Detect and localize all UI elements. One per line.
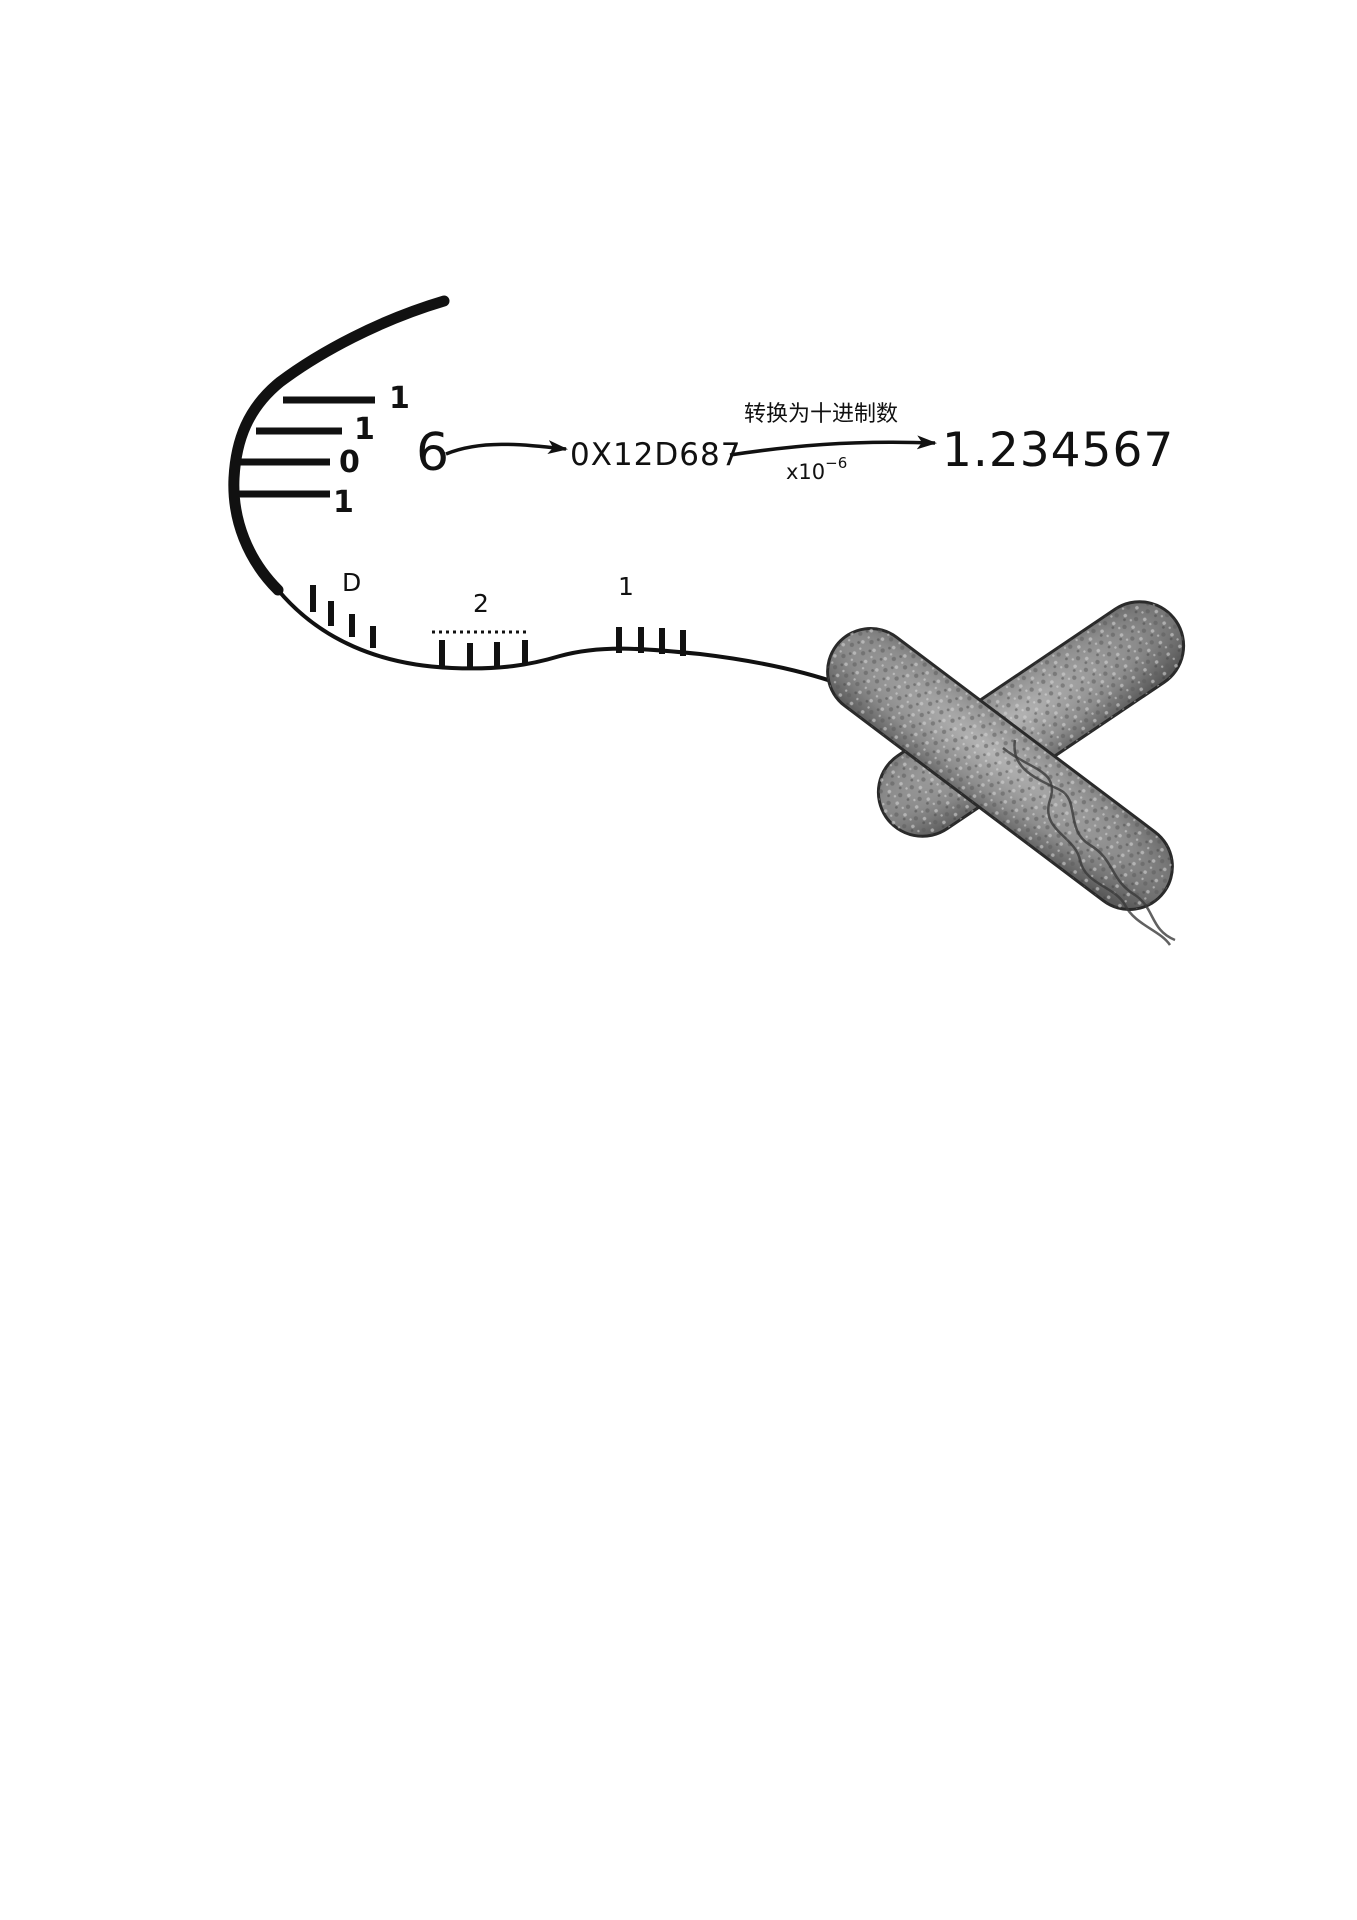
multiplier-label: x10−6	[786, 454, 847, 484]
dna-strand	[228, 295, 842, 686]
hex-value: 0X12D687	[570, 437, 741, 473]
strand-ticks: D 2 1	[310, 568, 686, 668]
binary-digit: 1	[354, 412, 375, 447]
strand-lower-thin	[276, 588, 842, 686]
strand-label-left: D	[342, 568, 361, 597]
multiplier-exponent: −6	[825, 454, 847, 472]
strand-upper-thick	[228, 295, 450, 596]
conversion-caption: 转换为十进制数	[744, 402, 898, 427]
strand-label-middle: 2	[473, 589, 489, 618]
strand-label-right: 1	[618, 572, 634, 601]
chromosome-arm	[826, 627, 1174, 911]
binary-digit: 1	[333, 485, 354, 520]
chromosome-helix	[1002, 747, 1172, 946]
binary-rungs: 1 1 0 1	[238, 381, 410, 520]
chromosome-helix	[1013, 739, 1176, 942]
arrow-to-hex	[445, 440, 568, 456]
chromosome-illustration	[826, 600, 1186, 946]
multiplier-base: x10	[786, 460, 825, 484]
encoding-chain: 6 0X12D687 转换为十进制数 x10−6 1.234567	[416, 402, 1174, 484]
arrow-to-decimal	[729, 435, 937, 457]
binary-digit: 1	[389, 381, 410, 416]
decoded-digit: 6	[416, 423, 449, 483]
decimal-value: 1.234567	[942, 423, 1174, 478]
binary-digit: 0	[339, 445, 360, 480]
